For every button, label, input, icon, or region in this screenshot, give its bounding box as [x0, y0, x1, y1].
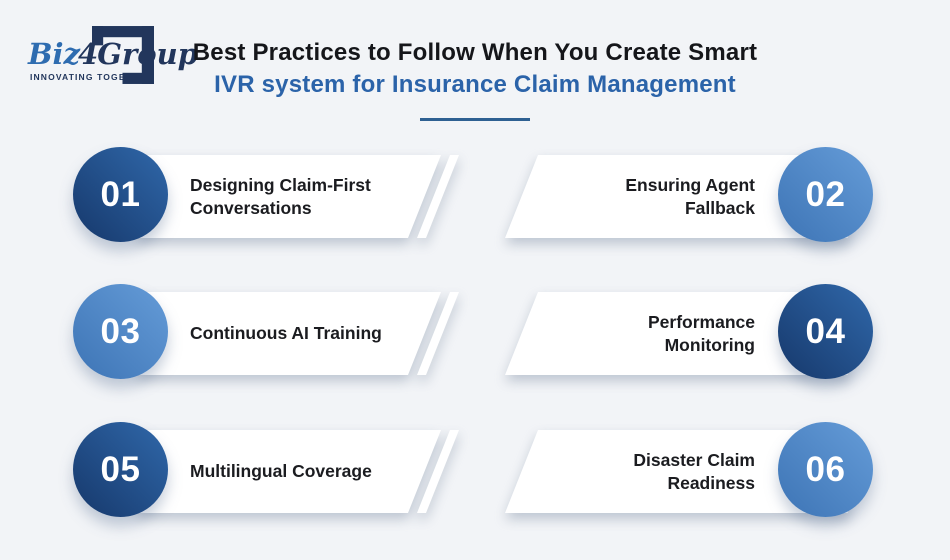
step-number: 04: [805, 311, 846, 351]
step-label: Disaster Claim Readiness: [633, 449, 755, 493]
step-label: Multilingual Coverage: [190, 461, 372, 481]
brand-logo: Biz4Group INNOVATING TOGETHER: [28, 16, 198, 100]
step-number-badge: 02: [778, 147, 873, 242]
step-item-04: Performance Monitoring 04: [0, 284, 950, 379]
page-title: Best Practices to Follow When You Create…: [0, 38, 950, 121]
step-item-06: Disaster Claim Readiness 06: [0, 422, 950, 517]
step-banner-shape: [138, 430, 441, 513]
step-item-05: Multilingual Coverage 05: [0, 422, 950, 517]
step-number-badge: 03: [73, 284, 168, 379]
step-item-02: Ensuring Agent Fallback 02: [0, 147, 950, 242]
brand-wordmark-number: 4: [78, 37, 99, 71]
step-banner: [138, 155, 459, 238]
step-banner-shape: [138, 155, 441, 238]
step-number-badge: 01: [73, 147, 168, 242]
step-banner: [138, 430, 459, 513]
step-number-badge: 06: [778, 422, 873, 517]
step-number-badge: 05: [73, 422, 168, 517]
brand-tagline: INNOVATING TOGETHER: [30, 72, 154, 82]
step-number: 05: [100, 449, 141, 489]
step-item-03: Continuous AI Training 03: [0, 284, 950, 379]
step-label: Continuous AI Training: [190, 323, 382, 343]
brand-wordmark-prefix: Biz: [28, 37, 80, 71]
title-divider: [420, 118, 530, 121]
page-title-line2: IVR system for Insurance Claim Managemen…: [214, 71, 736, 98]
step-banner-shape: [138, 292, 441, 375]
brand-wordmark: Biz4Group: [28, 38, 198, 70]
page-title-line1: Best Practices to Follow When You Create…: [192, 39, 758, 66]
brand-logo-bracket-icon: [92, 26, 154, 84]
step-label: Ensuring Agent Fallback: [625, 174, 755, 218]
brand-wordmark-suffix: Group: [97, 37, 198, 71]
step-number-badge: 04: [778, 284, 873, 379]
step-label: Performance Monitoring: [648, 311, 755, 355]
step-label: Designing Claim-First Conversations: [190, 174, 371, 218]
step-number: 02: [805, 174, 846, 214]
step-number: 06: [805, 449, 846, 489]
step-item-01: Designing Claim-First Conversations 01: [0, 147, 950, 242]
step-number: 03: [100, 311, 141, 351]
step-banner: [138, 292, 459, 375]
step-number: 01: [100, 174, 141, 214]
